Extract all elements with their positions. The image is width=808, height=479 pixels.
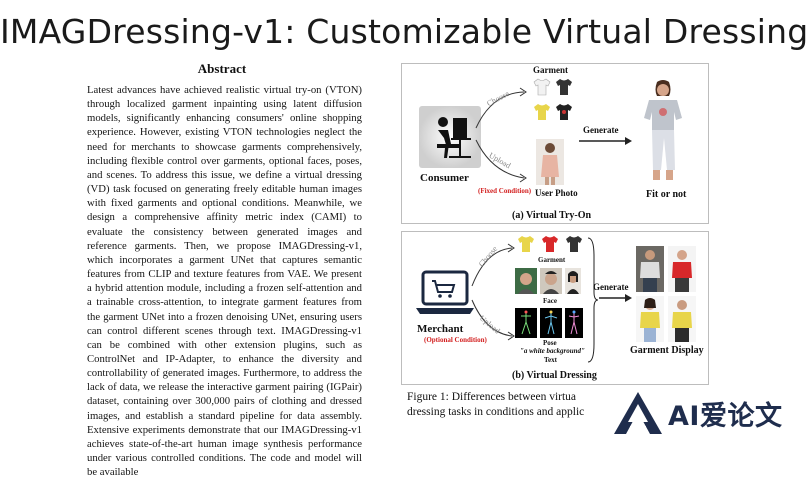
pose-skeleton-1: [515, 308, 537, 338]
generate-arrow-a: [579, 137, 632, 145]
pose-skeleton-2: [540, 308, 562, 338]
condition-bracket: [587, 237, 599, 363]
slide-title: IMAGDressing-v1: Customizable Virtual Dr…: [0, 12, 808, 51]
user-photo-image: [536, 139, 564, 185]
garment-display-label: Garment Display: [630, 345, 704, 356]
garment-tshirt-white: [533, 78, 551, 96]
fixed-condition-note: (Fixed Condition): [478, 187, 532, 195]
garment-tshirt-black: [556, 104, 572, 120]
merchant-label: Merchant: [417, 323, 464, 335]
garment-tshirt-dark-b: [566, 236, 582, 252]
panel-b-caption: (b) Virtual Dressing: [512, 370, 597, 381]
abstract-heading: Abstract: [197, 61, 247, 76]
watermark-emblem-icon: [614, 392, 662, 434]
garment-tshirt-red-b: [542, 236, 558, 252]
consumer-icon: [419, 106, 481, 168]
pose-label: Pose: [543, 339, 557, 347]
text-prompt: "a white background": [520, 347, 585, 355]
display-image-4: [668, 296, 696, 342]
consumer-label: Consumer: [420, 172, 469, 184]
try-on-result-image: [637, 78, 689, 184]
user-photo-label: User Photo: [535, 188, 578, 198]
figure-panel-virtual-try-on: Consumer (Fixed Condition) Choose Upload…: [401, 63, 709, 224]
watermark-logo: AI爱论文: [612, 388, 792, 440]
face-photo-2: [540, 268, 562, 294]
merchant-laptop-icon: [416, 270, 474, 314]
figure-caption-line-2: dressing tasks in conditions and applic: [407, 405, 585, 418]
fit-or-not-label: Fit or not: [646, 189, 687, 200]
display-image-2: [668, 246, 696, 292]
text-label: Text: [544, 356, 557, 364]
watermark-text: AI爱论文: [668, 401, 783, 432]
figure-panel-virtual-dressing: Merchant (Optional Condition) Choose Upl…: [401, 231, 709, 385]
display-image-3: [636, 296, 664, 342]
garment-tshirt-yellow: [534, 104, 550, 120]
generate-arrow-b: [599, 294, 632, 302]
garment-tshirt-yellow-b: [518, 236, 534, 252]
abstract-body: Latest advances have achieved realistic …: [87, 84, 362, 479]
choose-upload-arrows: [475, 87, 527, 183]
generate-label-b: Generate: [593, 282, 629, 292]
choose-upload-arrows-b: [471, 243, 515, 341]
face-label: Face: [543, 297, 557, 305]
figure-caption: Figure 1: Differences between virtua dre…: [407, 390, 607, 419]
generate-label-a: Generate: [583, 125, 619, 135]
face-photo-1: [515, 268, 537, 294]
panel-a-caption: (a) Virtual Try-On: [512, 210, 592, 221]
optional-condition-note: (Optional Condition): [424, 336, 487, 344]
garment-label: Garment: [533, 65, 568, 75]
display-image-1: [636, 246, 664, 292]
garment-label-b: Garment: [538, 256, 566, 264]
face-photo-3: [565, 268, 581, 294]
pose-skeleton-3: [565, 308, 583, 338]
garment-tshirt-dark: [556, 79, 572, 95]
figure-caption-line-1: Figure 1: Differences between virtua: [407, 391, 577, 403]
